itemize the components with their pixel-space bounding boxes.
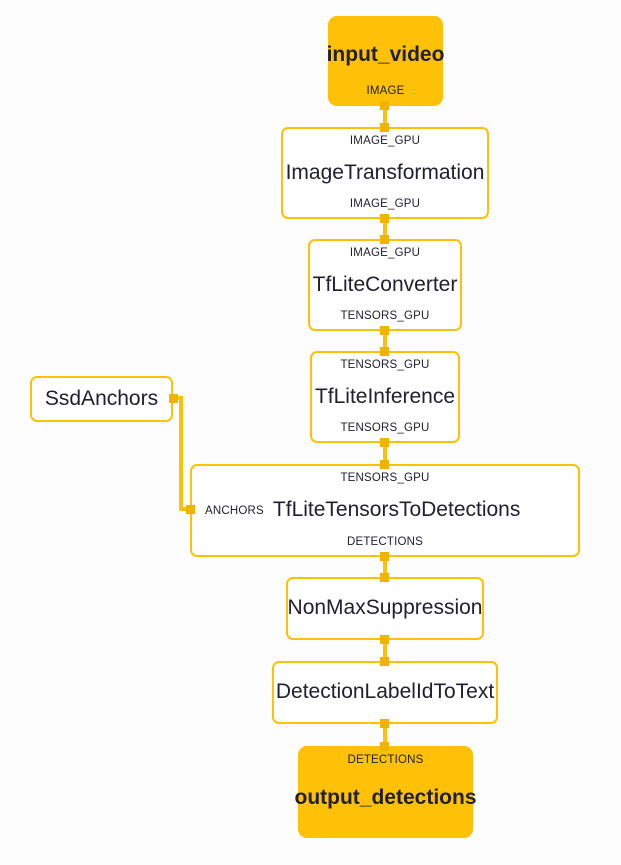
- node-tflite-converter-bottom-port-label: TENSORS_GPU: [340, 309, 430, 322]
- port-tflite-tensors-to-detections-out[interactable]: [380, 552, 389, 561]
- port-non-max-suppression-in[interactable]: [380, 573, 389, 582]
- port-image-transformation-out[interactable]: [380, 214, 389, 223]
- node-output-detections[interactable]: DETECTIONS output_detections: [295, 746, 477, 838]
- node-non-max-suppression-title: NonMaxSuppression: [287, 596, 483, 620]
- node-image-transformation-bottom-port-label: IMAGE_GPU: [349, 197, 421, 210]
- node-output-detections-title: output_detections: [294, 785, 477, 809]
- node-tflite-inference-title-row: TfLiteInference: [312, 372, 458, 423]
- node-tflite-tensors-to-detections-title: TfLiteTensorsToDetections: [272, 498, 521, 522]
- node-input-video-title: input_video: [326, 43, 445, 67]
- node-tflite-tensors-to-detections-left-port-label: ANCHORS: [205, 504, 264, 517]
- node-tflite-inference-title: TfLiteInference: [314, 384, 456, 408]
- port-input-video-out[interactable]: [380, 101, 389, 110]
- node-input-video-title-row: input_video: [327, 25, 445, 86]
- node-input-video-bottom-port-label: IMAGE: [366, 84, 405, 97]
- node-tflite-tensors-to-detections-top-port-label: TENSORS_GPU: [340, 472, 430, 484]
- node-output-detections-top-port-label: DETECTIONS: [347, 754, 424, 766]
- node-image-transformation-top-port-label: IMAGE_GPU: [349, 135, 421, 147]
- node-detection-label-id-to-text[interactable]: DetectionLabelIdToText: [272, 661, 498, 724]
- node-output-detections-title-row: output_detections: [295, 767, 477, 830]
- node-ssd-anchors-title-row: SsdAnchors: [32, 378, 171, 420]
- node-ssd-anchors-title: SsdAnchors: [44, 386, 159, 410]
- node-image-transformation-title: ImageTransformation: [285, 160, 485, 184]
- node-tflite-inference-top-port-label: TENSORS_GPU: [340, 359, 430, 371]
- port-output-detections-in[interactable]: [380, 742, 389, 751]
- node-image-transformation-title-row: ImageTransformation: [283, 148, 487, 199]
- node-tflite-inference[interactable]: TENSORS_GPU TfLiteInference TENSORS_GPU: [310, 351, 460, 443]
- node-non-max-suppression-title-row: NonMaxSuppression: [287, 579, 483, 638]
- node-tflite-converter-top-port-label: IMAGE_GPU: [349, 247, 421, 259]
- port-tflite-converter-in[interactable]: [380, 235, 389, 244]
- node-ssd-anchors[interactable]: SsdAnchors: [30, 376, 173, 422]
- port-detection-label-id-to-text-in[interactable]: [380, 657, 389, 666]
- node-image-transformation[interactable]: IMAGE_GPU ImageTransformation IMAGE_GPU: [281, 127, 489, 219]
- port-tflite-converter-out[interactable]: [380, 326, 389, 335]
- node-tflite-tensors-to-detections[interactable]: TENSORS_GPU ANCHORS TfLiteTensorsToDetec…: [190, 464, 580, 557]
- port-non-max-suppression-out[interactable]: [380, 635, 389, 644]
- node-detection-label-id-to-text-title: DetectionLabelIdToText: [275, 680, 495, 704]
- port-detection-label-id-to-text-out[interactable]: [380, 719, 389, 728]
- node-non-max-suppression[interactable]: NonMaxSuppression: [286, 577, 484, 640]
- node-tflite-tensors-to-detections-title-row: ANCHORS TfLiteTensorsToDetections: [192, 485, 578, 537]
- port-ssd-anchors-out[interactable]: [169, 394, 178, 403]
- node-detection-label-id-to-text-title-row: DetectionLabelIdToText: [274, 663, 496, 722]
- node-tflite-converter-title: TfLiteConverter: [312, 272, 458, 296]
- port-tflite-tensors-to-detections-in-anchors[interactable]: [186, 505, 195, 514]
- node-tflite-tensors-to-detections-bottom-port-label: DETECTIONS: [346, 535, 424, 548]
- port-tflite-tensors-to-detections-in-tensors[interactable]: [380, 460, 389, 469]
- port-tflite-inference-out[interactable]: [380, 438, 389, 447]
- node-tflite-converter[interactable]: IMAGE_GPU TfLiteConverter TENSORS_GPU: [308, 239, 462, 331]
- port-image-transformation-in[interactable]: [380, 123, 389, 132]
- node-input-video[interactable]: input_video IMAGE: [327, 16, 445, 106]
- port-tflite-inference-in[interactable]: [380, 347, 389, 356]
- node-tflite-inference-bottom-port-label: TENSORS_GPU: [340, 421, 430, 434]
- node-tflite-converter-title-row: TfLiteConverter: [310, 260, 460, 311]
